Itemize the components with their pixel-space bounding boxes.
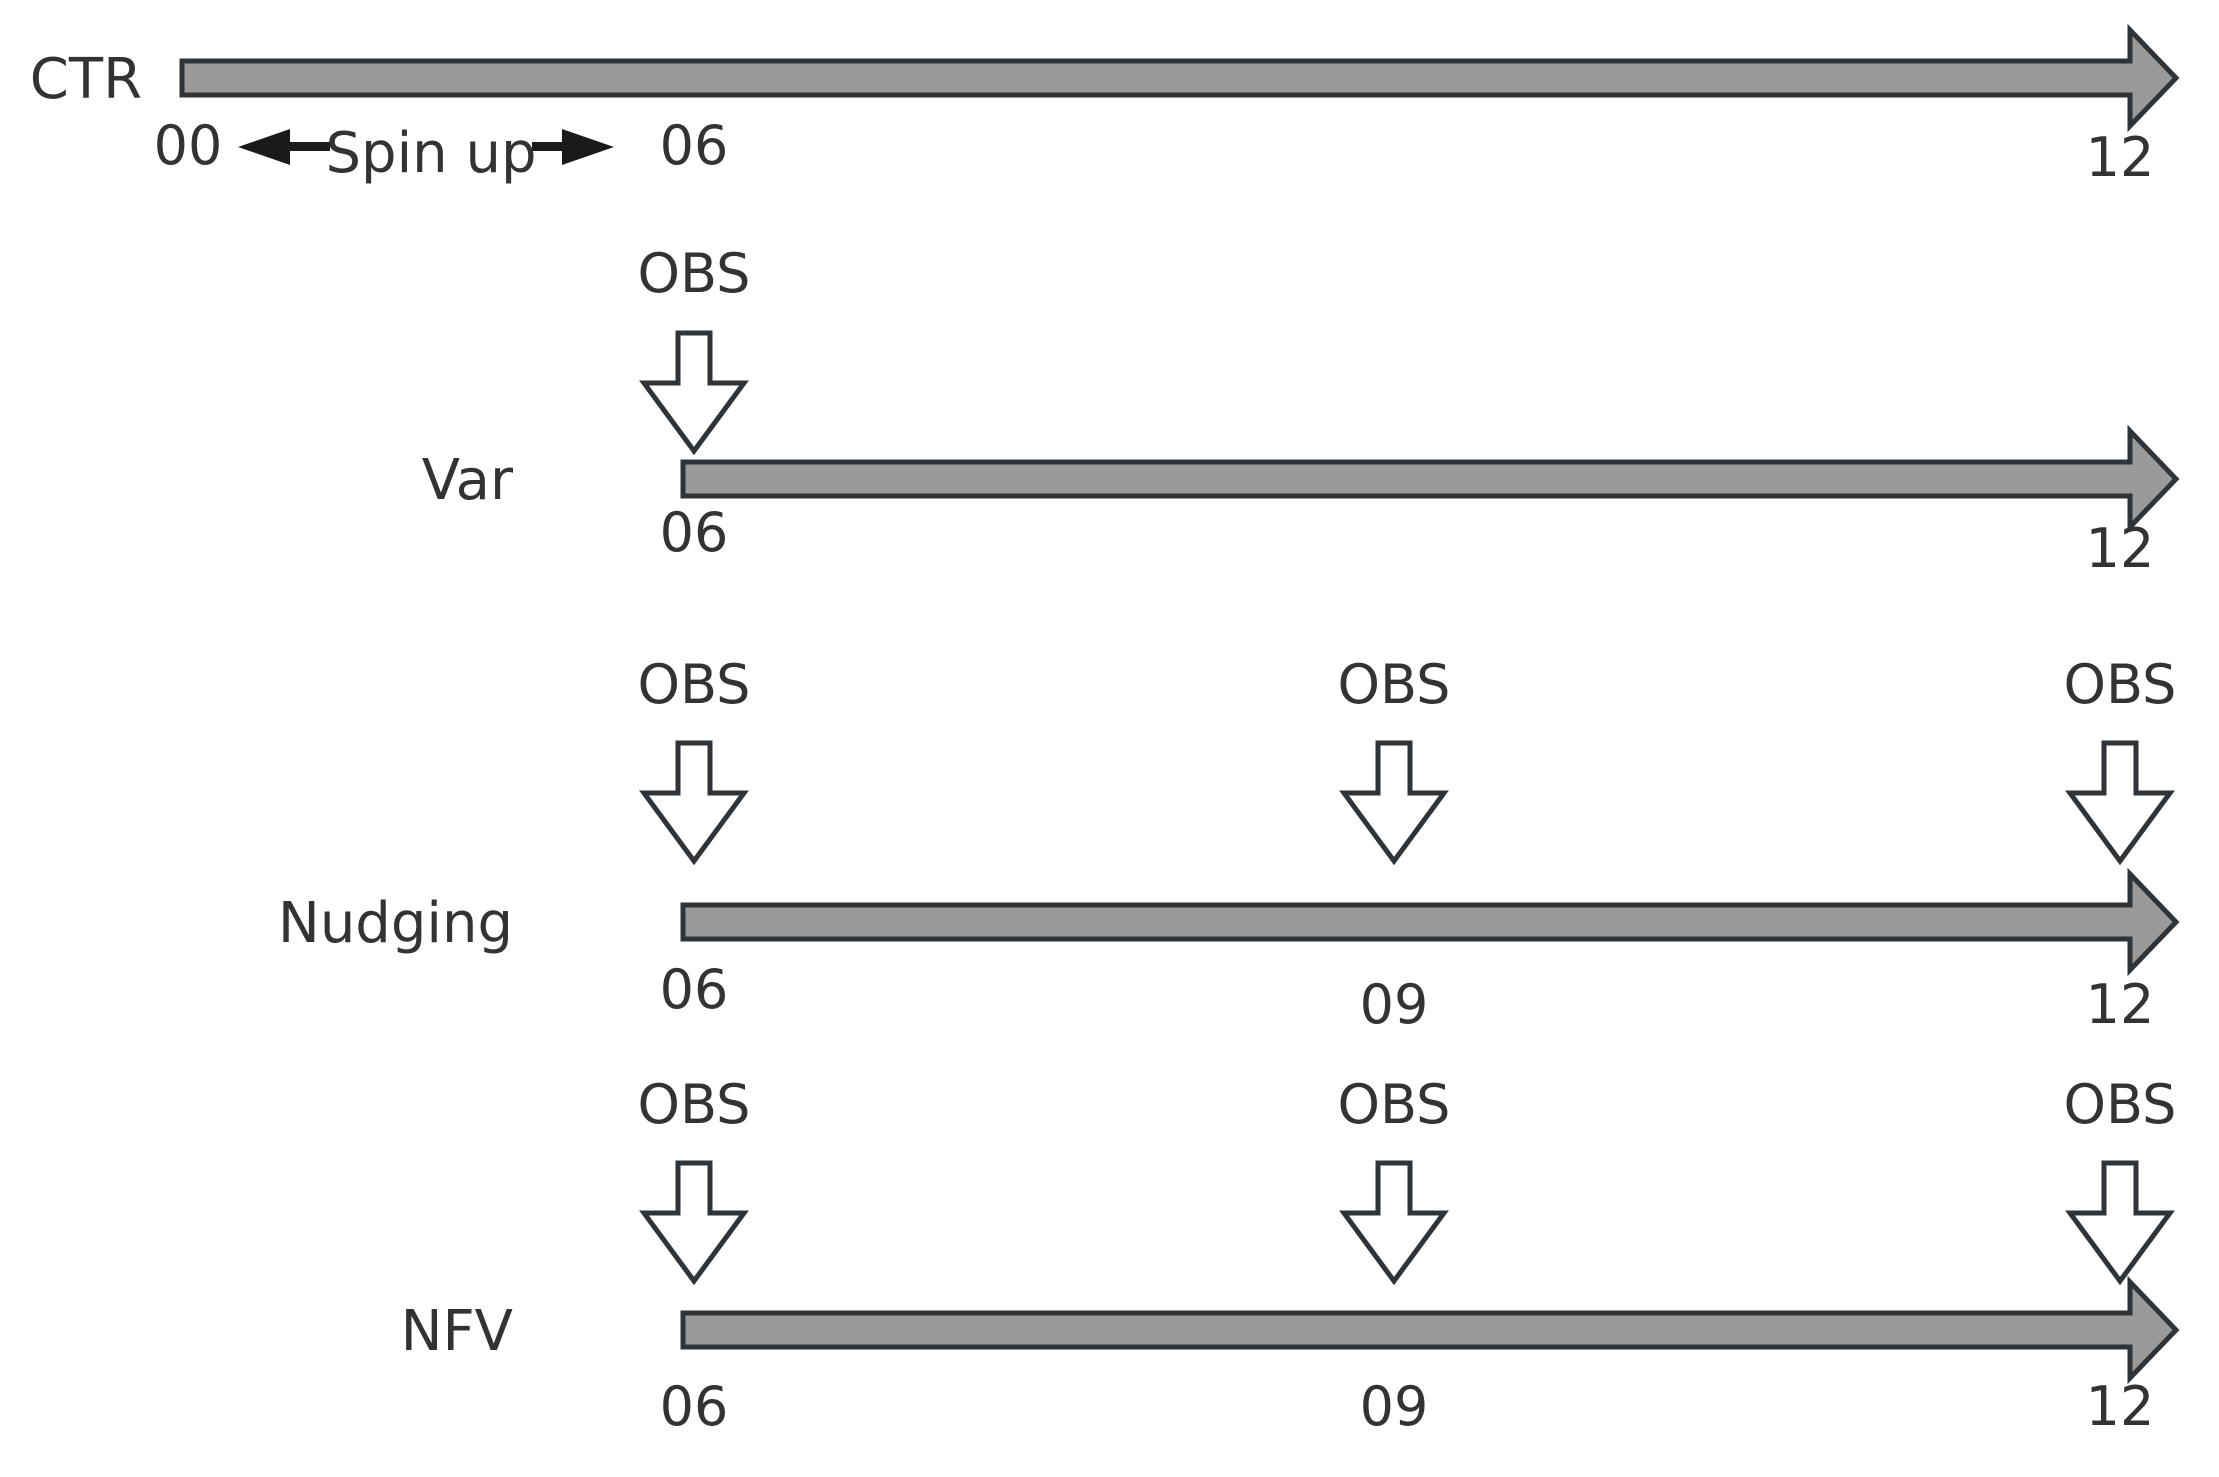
spin-up-label: Spin up xyxy=(326,121,537,186)
obs-down-arrow-nfv-06 xyxy=(639,1160,749,1286)
tick-label-nfv-12: 12 xyxy=(2086,1375,2155,1438)
tick-label-ctr-00: 00 xyxy=(154,114,223,177)
row-nudging: Nudging 06 09 12 OBS OBS OBS xyxy=(278,653,2180,1036)
tick-label-var-12: 12 xyxy=(2086,517,2155,580)
obs-down-arrow-nudging-09 xyxy=(1339,740,1449,866)
row-nfv: NFV 06 09 12 OBS OBS OBS xyxy=(401,1073,2180,1438)
timeline-arrow-var xyxy=(680,424,2180,534)
obs-down-arrow-nfv-09 xyxy=(1339,1160,1449,1286)
tick-label-nudging-09: 09 xyxy=(1360,973,1429,1036)
obs-down-arrow-var-06 xyxy=(639,330,749,456)
obs-label-nfv-09: OBS xyxy=(1338,1073,1451,1136)
row-label-nudging: Nudging xyxy=(278,891,513,956)
obs-label-nudging-09: OBS xyxy=(1338,653,1451,716)
obs-down-arrow-nudging-06 xyxy=(639,740,749,866)
obs-label-nudging-06: OBS xyxy=(638,653,751,716)
row-label-ctr: CTR xyxy=(30,47,142,112)
spin-up-right-arrow xyxy=(532,129,614,165)
tick-label-nudging-12: 12 xyxy=(2086,973,2155,1036)
spin-up-left-arrow xyxy=(238,129,330,165)
tick-label-ctr-06: 06 xyxy=(660,114,729,177)
tick-label-var-06: 06 xyxy=(660,501,729,564)
obs-down-arrow-nudging-12 xyxy=(2065,740,2175,866)
obs-label-nfv-12: OBS xyxy=(2064,1073,2177,1136)
tick-label-ctr-12: 12 xyxy=(2086,126,2155,189)
timeline-arrow-nudging xyxy=(680,867,2180,977)
timeline-arrow-nfv xyxy=(680,1275,2180,1385)
obs-label-var-06: OBS xyxy=(638,242,751,305)
obs-down-arrow-nfv-12 xyxy=(2065,1160,2175,1286)
timeline-arrow-ctr xyxy=(179,23,2180,133)
tick-label-nudging-06: 06 xyxy=(660,958,729,1021)
obs-label-nudging-12: OBS xyxy=(2064,653,2177,716)
obs-label-nfv-06: OBS xyxy=(638,1073,751,1136)
row-label-nfv: NFV xyxy=(401,1299,513,1364)
tick-label-nfv-09: 09 xyxy=(1360,1375,1429,1438)
tick-label-nfv-06: 06 xyxy=(660,1375,729,1438)
row-var: Var 06 12 OBS xyxy=(422,242,2180,580)
row-label-var: Var xyxy=(422,448,514,513)
